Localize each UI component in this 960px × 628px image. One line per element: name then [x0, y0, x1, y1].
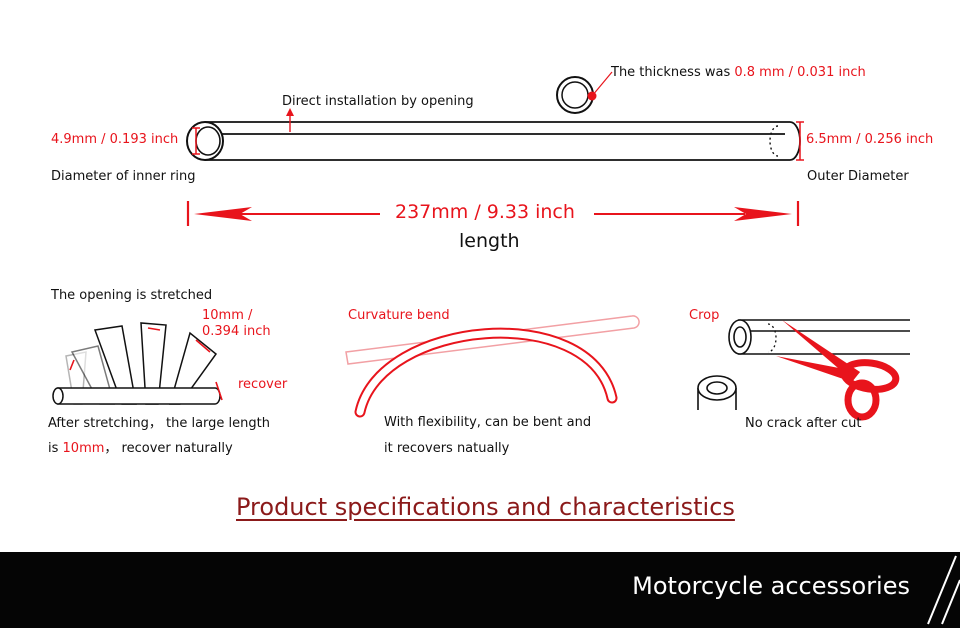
- bend-title: Curvature bend: [348, 308, 450, 323]
- inner-dim-marker: [192, 127, 200, 155]
- crop-tube: [728, 319, 910, 355]
- caption-prefix: is: [48, 441, 63, 456]
- length-arrow: [186, 201, 800, 226]
- caption-suffix: ， recover naturally: [104, 441, 233, 456]
- scissors-icon: [776, 320, 900, 421]
- recover-label: recover: [238, 377, 288, 392]
- inner-ring-label: Diameter of inner ring: [51, 169, 196, 184]
- bend-caption-line1: With flexibility, can be bent and: [384, 415, 592, 430]
- outer-dim-marker: [796, 121, 804, 161]
- crop-title: Crop: [689, 308, 720, 323]
- outer-diameter-label: Outer Diameter: [807, 169, 909, 184]
- inner-dimension: 4.9mm / 0.193 inch: [51, 132, 179, 147]
- stretch-arrows: [69, 327, 223, 401]
- bend-caption-line2: it recovers natually: [384, 441, 510, 456]
- crop-caption: No crack after cut: [745, 416, 862, 431]
- stretch-title: The opening is stretched: [51, 288, 213, 303]
- footer-bar: Motorcycle accessories: [0, 552, 960, 628]
- length-value: 237mm / 9.33 inch: [395, 201, 575, 223]
- length-label: length: [459, 230, 520, 252]
- opening-label: Direct installation by opening: [282, 94, 474, 109]
- footer-text: Motorcycle accessories: [632, 572, 910, 600]
- straight-tube-faint: [345, 315, 640, 365]
- stretch-dim-line2: 0.394 inch: [202, 324, 271, 339]
- main-tube: [205, 121, 801, 161]
- thickness-prefix: The thickness was: [611, 65, 735, 80]
- thickness-label: The thickness was 0.8 mm / 0.031 inch: [611, 65, 866, 81]
- slash-decoration-icon: [927, 555, 960, 625]
- stretch-caption-line1: After stretching， the large length: [48, 416, 270, 431]
- cut-ring: [697, 375, 737, 410]
- bend-illustration: [345, 315, 640, 418]
- opening-arrow: [286, 108, 294, 132]
- flat-tube-end: [52, 387, 64, 405]
- thickness-value: 0.8 mm / 0.031 inch: [734, 65, 866, 80]
- stretch-dim-line1: 10mm /: [202, 308, 253, 323]
- product-diagram: [52, 71, 910, 421]
- thickness-ring: [556, 71, 613, 114]
- stretch-illustration: [52, 322, 221, 405]
- outer-dimension: 6.5mm / 0.256 inch: [806, 132, 934, 147]
- flat-tube: [57, 387, 221, 405]
- section-title: Product specifications and characteristi…: [236, 493, 735, 521]
- stretch-caption-line2: is 10mm， recover naturally: [48, 441, 233, 457]
- caption-value: 10mm: [62, 441, 105, 456]
